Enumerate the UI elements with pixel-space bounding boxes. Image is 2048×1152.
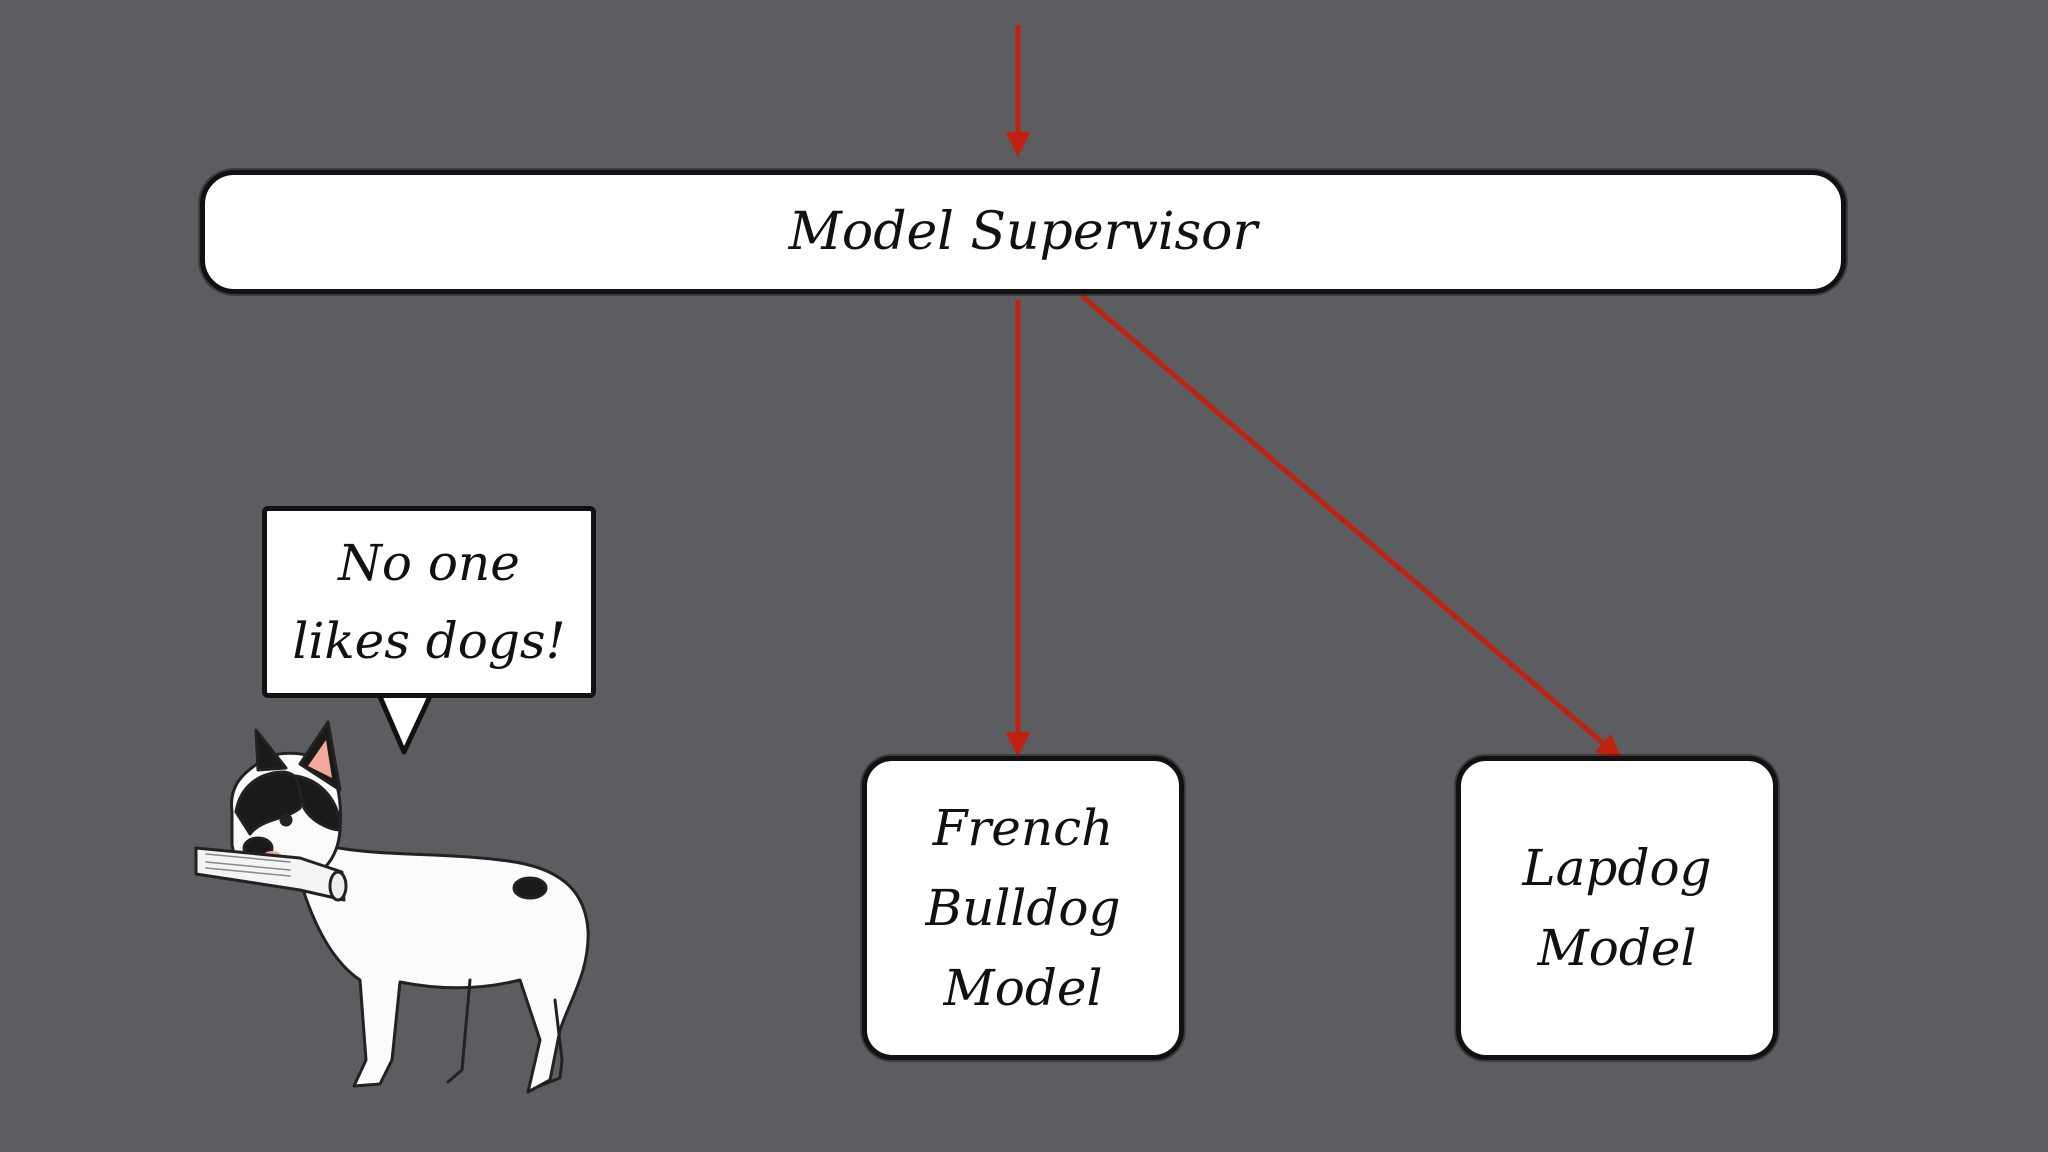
french-bulldog-model-label: French Bulldog Model [925,799,1121,1017]
speech-bubble: No one likes dogs! [262,506,596,698]
model-supervisor-label: Model Supervisor [788,202,1258,262]
french-bulldog-model-node: French Bulldog Model [862,756,1184,1060]
arrow-supervisor-to-lapdog [1080,294,1622,760]
model-supervisor-node: Model Supervisor [200,170,1846,294]
lapdog-model-label: Lapdog Model [1522,839,1712,977]
speech-bubble-text: No one likes dogs! [292,534,566,670]
lapdog-model-node: Lapdog Model [1456,756,1778,1060]
